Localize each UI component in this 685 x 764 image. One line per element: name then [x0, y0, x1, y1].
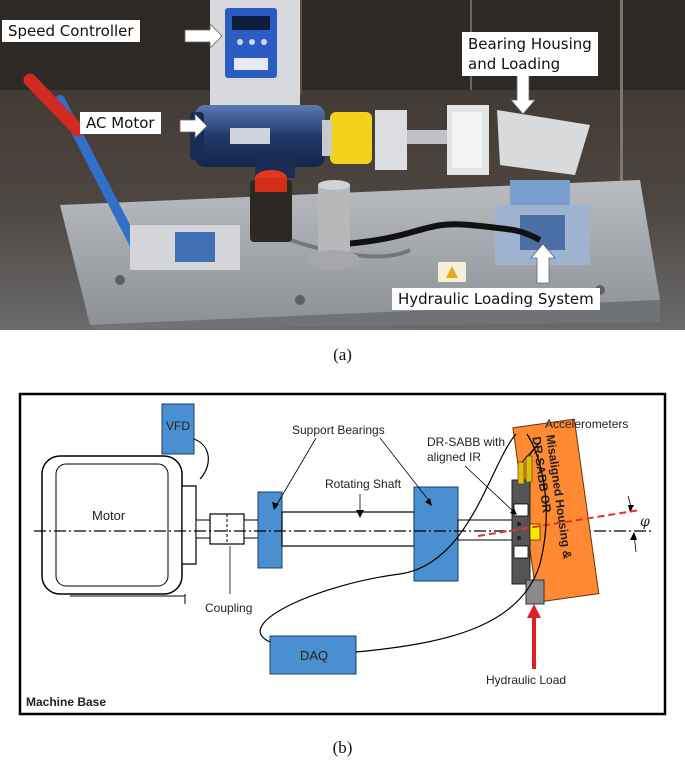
label-hydraulic-load: Hydraulic Load [486, 673, 566, 687]
rotating-shaft [281, 511, 415, 547]
schematic-diagram: VFD Motor Misaligned Housing & DR-SABB O… [18, 392, 667, 716]
vfd-component: VFD [161, 403, 195, 455]
label-vfd: VFD [166, 419, 190, 433]
misaligned-housing: Misaligned Housing & DR-SABB OR [512, 418, 600, 603]
daq-component [269, 635, 357, 675]
label-bearing-housing-line1: Bearing Housing [468, 35, 592, 53]
label-phi: φ [640, 514, 650, 530]
label-bearing-housing: Bearing Housing and Loading [462, 32, 598, 76]
motor-component: Motor [41, 455, 197, 604]
label-ac-motor: AC Motor [80, 112, 161, 134]
support-bearing-2 [413, 486, 459, 582]
label-coupling: Coupling [205, 601, 252, 615]
label-machine-base: Machine Base [26, 695, 106, 709]
label-speed-controller: Speed Controller [2, 20, 140, 42]
machine-base-frame [18, 392, 667, 716]
caption-a: (a) [333, 345, 352, 364]
shaft-extension [457, 519, 513, 541]
label-bearing-housing-line2: and Loading [468, 55, 561, 73]
accelerometer-1 [517, 461, 525, 485]
label-support-bearings: Support Bearings [292, 423, 385, 437]
motor-shaft [195, 519, 211, 539]
accelerometer-2 [525, 455, 533, 483]
label-accelerometers: Accelerometers [545, 417, 628, 431]
label-dr-sabb-line2: aligned IR [427, 450, 481, 464]
label-motor: Motor [92, 508, 126, 523]
label-hydraulic-loading-system: Hydraulic Loading System [392, 288, 600, 310]
label-dr-sabb-line1: DR-SABB with [427, 435, 505, 449]
caption-b: (b) [332, 738, 353, 757]
housing-foot [525, 579, 545, 605]
support-bearing-1 [257, 491, 283, 569]
label-daq: DAQ [300, 648, 328, 663]
label-rotating-shaft: Rotating Shaft [325, 477, 402, 491]
dr-sabb-bearing [511, 479, 541, 585]
vfd-cable [193, 438, 209, 480]
daq-cable-2 [355, 433, 547, 653]
misaligned-axis [477, 509, 641, 537]
daq-cable-1 [259, 433, 517, 643]
